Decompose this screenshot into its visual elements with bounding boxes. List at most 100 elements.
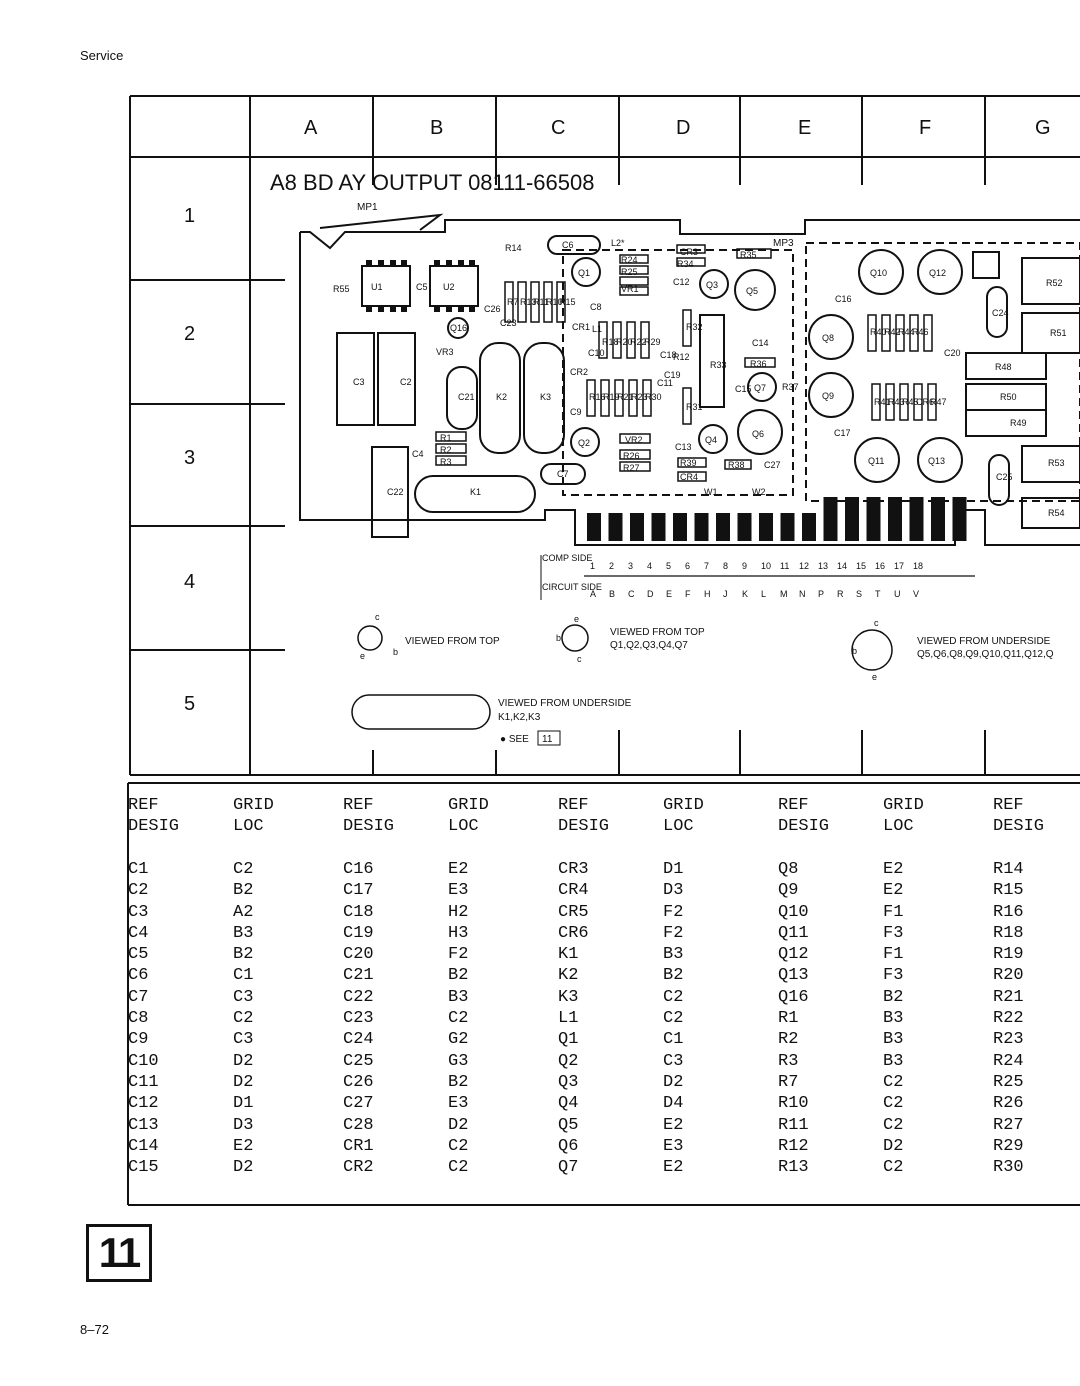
circuit-side-pin: H — [704, 589, 711, 599]
grid-frame — [129, 95, 1080, 776]
connector-finger — [587, 513, 601, 541]
component-label: Q2 — [578, 438, 590, 448]
component-label: R33 — [710, 360, 727, 370]
component-label: C23 — [500, 318, 517, 328]
grid-loc-cell: D3 — [233, 1115, 254, 1135]
circuit-side-pin: S — [856, 589, 862, 599]
ref-desig-cell: Q1 — [558, 1030, 579, 1050]
component-label: R55 — [333, 284, 350, 294]
component-label: R18 — [602, 337, 619, 347]
grid-loc-cell: E2 — [233, 1136, 254, 1156]
pin-letter: c — [577, 654, 582, 664]
component-label: C7 — [557, 469, 569, 479]
ref-desig-cell: C11 — [128, 1072, 159, 1092]
ref-desig-cell: C22 — [343, 987, 374, 1007]
comp-side-pin: 9 — [742, 561, 747, 571]
component-label: R44 — [898, 327, 915, 337]
component-label: R26 — [623, 451, 640, 461]
grid-loc-cell: F2 — [663, 923, 684, 943]
relay-title: VIEWED FROM UNDERSIDE — [498, 698, 632, 709]
grid-loc-cell: B2 — [448, 1072, 469, 1092]
ref-desig-cell: C10 — [128, 1051, 159, 1071]
comp-side-pin: 2 — [609, 561, 614, 571]
ref-desig-cell: CR4 — [558, 881, 589, 901]
component-label: C21 — [458, 392, 475, 402]
comp-side-pin: 18 — [913, 561, 923, 571]
grid-loc-cell: F2 — [448, 945, 469, 965]
ref-desig-cell: C2 — [128, 881, 149, 901]
grid-loc-cell: C3 — [233, 1030, 254, 1050]
component-label: K2 — [496, 392, 507, 402]
component-label: Q11 — [868, 456, 884, 466]
grid-loc-cell: B3 — [883, 1009, 904, 1029]
see-note: ● SEE — [500, 734, 529, 745]
grid-loc-cell: E2 — [663, 1115, 684, 1135]
grid-col-b: B — [430, 117, 443, 139]
ref-desig-cell: R25 — [993, 1072, 1024, 1092]
ref-desig-cell: C1 — [128, 860, 149, 879]
component-label: L2* — [611, 238, 625, 248]
grid-loc-cell: C2 — [233, 860, 254, 879]
component-label: R54 — [1048, 508, 1065, 518]
component-label: Q9 — [822, 391, 834, 401]
component-label: R25 — [621, 267, 638, 277]
ref-desig-cell: C12 — [128, 1094, 159, 1114]
component-label: C18 — [660, 350, 677, 360]
component-label: R40 — [870, 327, 887, 337]
circuit-side-pin: N — [799, 589, 806, 599]
component-label: R52 — [1046, 278, 1063, 288]
view2-title: VIEWED FROM TOP — [610, 627, 705, 638]
component-label: R43 — [888, 397, 905, 407]
connector-finger — [780, 513, 795, 541]
ref-desig-cell: Q3 — [558, 1072, 579, 1092]
grid-loc-cell: D2 — [233, 1051, 254, 1071]
component-label: R38 — [728, 460, 745, 470]
pin-letter: e — [872, 672, 877, 682]
component-label: Q1 — [578, 268, 590, 278]
circuit-side-pin: L — [761, 589, 766, 599]
ref-desig-cell: R27 — [993, 1115, 1024, 1135]
ref-desig-cell: CR3 — [558, 860, 589, 879]
component-label: R34 — [677, 259, 694, 269]
component-label: U2 — [443, 282, 455, 292]
mp1-label: MP1 — [357, 202, 378, 213]
see-ref: 11 — [542, 734, 553, 745]
component-label: R36 — [750, 359, 767, 369]
figure-number: 11 — [98, 1229, 141, 1276]
grid-row-5: 5 — [184, 693, 195, 715]
component-label: Q3 — [706, 280, 718, 290]
component-label: Q6 — [752, 429, 764, 439]
component-label: C22 — [387, 487, 404, 497]
ref-desig-cell: CR5 — [558, 902, 589, 922]
component-label: R47 — [930, 397, 947, 407]
component-label: R41 — [874, 397, 891, 407]
grid-loc-cell: D2 — [233, 1072, 254, 1092]
component-label: Q7 — [754, 383, 766, 393]
ref-desig-cell: CR6 — [558, 923, 589, 943]
component-label: R11 — [533, 297, 549, 307]
grid-loc-cell: D1 — [233, 1094, 254, 1114]
component-label: C24 — [992, 308, 1009, 318]
ref-desig-cell: R1 — [778, 1009, 799, 1029]
component-label: C3 — [353, 377, 365, 387]
connector-finger — [737, 513, 752, 541]
grid-loc-cell: F3 — [883, 966, 904, 986]
ref-desig-cell: R23 — [993, 1030, 1024, 1050]
component-label: R51 — [1050, 328, 1067, 338]
ref-desig-cell: C23 — [343, 1009, 374, 1029]
grid-loc-cell: B3 — [448, 987, 469, 1007]
circuit-side-pin: V — [913, 589, 919, 599]
grid-loc-cell: B3 — [233, 923, 254, 943]
mp3-label: MP3 — [773, 238, 794, 249]
comp-side-pin: 10 — [761, 561, 771, 571]
grid-loc-cell: E3 — [448, 881, 469, 901]
component-label: R27 — [623, 463, 640, 473]
ref-desig-cell: Q13 — [778, 966, 809, 986]
